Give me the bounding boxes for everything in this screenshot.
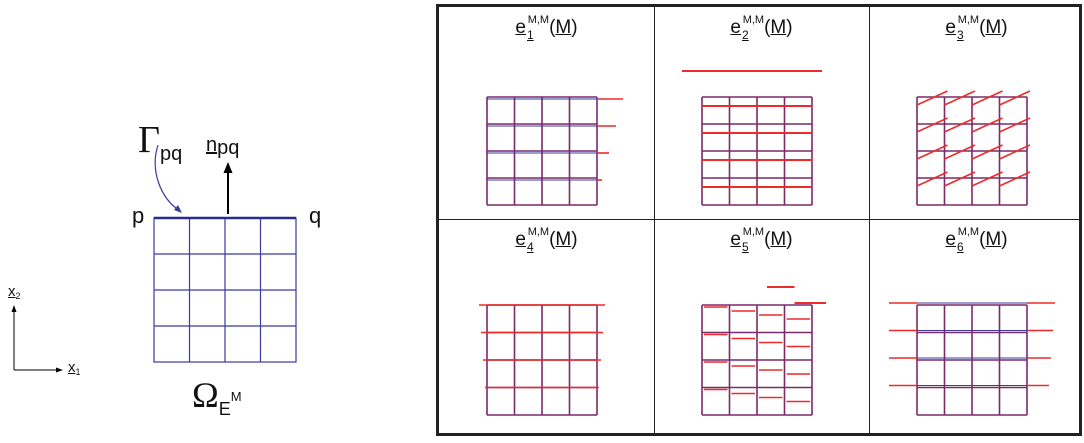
- point-q-label: q: [309, 203, 322, 228]
- axis-x1-subscript: 1: [75, 367, 81, 377]
- mode-mesh-drawing: [701, 286, 826, 416]
- mode-title: e3M,M(M): [945, 14, 1008, 42]
- reference-domain-figure: Γpq npq p q ΩEM x2 x1: [0, 0, 420, 438]
- deformed-line: [971, 171, 1003, 187]
- mode-base: e: [730, 17, 741, 38]
- axis-x1-head: [56, 367, 63, 373]
- axis-x2-label: x2: [8, 283, 21, 301]
- gamma-symbol: Γ: [138, 119, 160, 161]
- mode-index: 5: [742, 240, 749, 254]
- mode-mesh-drawing: [486, 96, 623, 206]
- normal-arrow-head: [223, 162, 233, 173]
- mode-mesh-drawing: [889, 302, 1055, 416]
- table-divider-vertical-2: [869, 7, 870, 433]
- axis-x2-head: [11, 305, 17, 312]
- deformed-line: [944, 144, 976, 160]
- deformed-line: [999, 171, 1031, 187]
- mode-base: e: [515, 17, 526, 38]
- mode-superscript: M,M: [742, 14, 765, 26]
- deformed-line: [916, 144, 948, 160]
- mode-cell-2: e2M,M(M): [654, 7, 869, 219]
- mode-base: e: [515, 229, 526, 250]
- omega-superscript: M: [230, 389, 242, 404]
- mode-cell-5: e5M,M(M): [654, 219, 869, 431]
- gamma-pointer-head: [174, 205, 182, 213]
- gamma-label: Γpq: [138, 118, 183, 165]
- mode-superscript: M,M: [957, 14, 980, 26]
- deformed-line: [916, 117, 948, 133]
- mode-title: e6M,M(M): [945, 226, 1008, 254]
- mode-mesh-drawing: [682, 70, 822, 206]
- axis-x2-subscript: 2: [15, 291, 21, 301]
- mode-mesh-drawing: [916, 90, 1031, 206]
- point-p-label: p: [132, 203, 145, 228]
- deformed-line: [999, 117, 1031, 133]
- mode-title: e2M,M(M): [730, 14, 793, 42]
- mode-index: 6: [957, 240, 964, 254]
- deformed-line: [999, 144, 1031, 160]
- deformed-line: [944, 117, 976, 133]
- reference-mesh: [153, 217, 297, 363]
- deformation-modes-table: e1M,M(M)e2M,M(M)e3M,M(M)e4M,M(M)e5M,M(M)…: [436, 4, 1082, 436]
- mode-superscript: M,M: [527, 14, 550, 26]
- mode-base: e: [945, 17, 956, 38]
- mode-superscript: M,M: [957, 226, 980, 238]
- mode-argument: M: [770, 17, 787, 38]
- mode-cell-6: e6M,M(M): [869, 219, 1084, 431]
- mode-index: 3: [957, 28, 964, 42]
- mode-argument: M: [555, 17, 572, 38]
- mode-title: e1M,M(M): [515, 14, 578, 42]
- mode-mesh-drawing: [479, 304, 605, 416]
- deformed-line: [971, 144, 1003, 160]
- mode-superscript: M,M: [527, 226, 550, 238]
- normal-subscript: pq: [217, 137, 240, 159]
- mode-title: e5M,M(M): [730, 226, 793, 254]
- mode-base: e: [945, 229, 956, 250]
- normal-symbol: n: [206, 134, 218, 156]
- mode-title: e4M,M(M): [515, 226, 578, 254]
- mode-argument: M: [985, 229, 1002, 250]
- reference-domain-drawing: [11, 144, 297, 373]
- deformed-line: [944, 90, 976, 106]
- mode-cell-3: e3M,M(M): [869, 7, 1084, 219]
- table-divider-horizontal: [439, 219, 1079, 220]
- axis-x2-symbol: x: [8, 283, 16, 300]
- mode-argument: M: [770, 229, 787, 250]
- axis-x1-symbol: x: [68, 359, 76, 376]
- omega-symbol: Ω: [192, 375, 219, 415]
- mode-index: 1: [527, 28, 534, 42]
- deformed-line: [944, 171, 976, 187]
- omega-label: ΩEM: [192, 374, 242, 419]
- mode-argument: M: [985, 17, 1002, 38]
- mode-index: 2: [742, 28, 749, 42]
- deformed-line: [916, 90, 948, 106]
- mode-cell-4: e4M,M(M): [439, 219, 654, 431]
- normal-label: npq: [206, 134, 240, 159]
- axis-x1-label: x1: [68, 359, 81, 377]
- mode-cell-1: e1M,M(M): [439, 7, 654, 219]
- mode-argument: M: [555, 229, 572, 250]
- deformed-line: [971, 117, 1003, 133]
- deformed-line: [916, 171, 948, 187]
- omega-subscript: E: [218, 399, 231, 419]
- mode-base: e: [730, 229, 741, 250]
- gamma-subscript: pq: [159, 143, 183, 165]
- table-divider-vertical-1: [654, 7, 655, 433]
- mode-index: 4: [527, 240, 534, 254]
- deformed-line: [971, 90, 1003, 106]
- deformed-line: [999, 90, 1031, 106]
- mode-superscript: M,M: [742, 226, 765, 238]
- gamma-pointer-curve: [154, 144, 181, 212]
